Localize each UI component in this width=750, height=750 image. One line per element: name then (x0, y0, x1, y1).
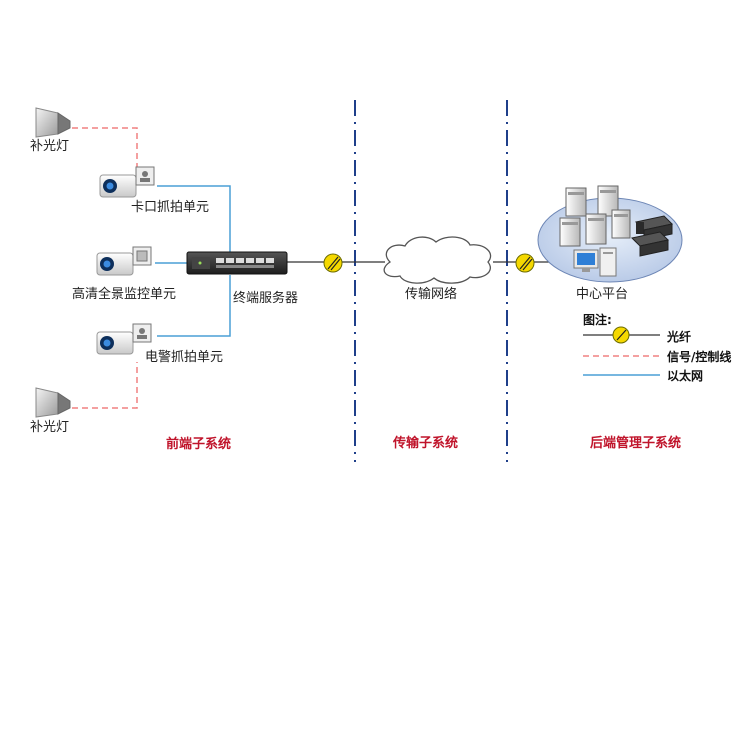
epolice-camera-icon (96, 323, 152, 355)
storage-units-icon (630, 215, 674, 257)
back-end-section-title: 后端管理子系统 (590, 436, 682, 451)
fiber-marker-front-icon (323, 253, 343, 273)
e-police-unit-label: 电警抓拍单元 (145, 350, 224, 365)
fill-light-top-label: 补光灯 (30, 139, 70, 154)
legend-fiber-label: 光纤 (667, 330, 692, 344)
checkpoint-unit-label: 卡口抓拍单元 (131, 200, 210, 215)
fill-light-bottom-icon (35, 387, 71, 418)
ethernet-line-checkpoint (157, 185, 231, 252)
legend-title: 图注: (583, 313, 612, 327)
legend-signal-label: 信号/控制线 (667, 350, 732, 364)
workstation-icon (573, 247, 617, 277)
ethernet-line-epolice (157, 275, 231, 337)
legend-ethernet-label: 以太网 (667, 369, 704, 383)
front-end-section-title: 前端子系统 (166, 437, 232, 452)
server-cluster-icon (559, 185, 631, 247)
terminal-server-icon (186, 251, 288, 275)
fill-light-top-icon (35, 107, 71, 138)
fiber-marker-back-icon (515, 253, 535, 273)
terminal-server-label: 终端服务器 (233, 291, 299, 306)
transmission-cloud-icon (383, 236, 492, 284)
signal-line-top (72, 127, 138, 170)
legend-fiber-symbol (583, 326, 660, 344)
panorama-camera-icon (96, 246, 152, 276)
transmission-network-label: 传输网络 (405, 287, 458, 302)
hd-panorama-unit-label: 高清全景监控单元 (72, 287, 177, 302)
signal-line-bottom (72, 362, 138, 409)
checkpoint-camera-icon (99, 166, 155, 198)
transmission-section-title: 传输子系统 (393, 436, 459, 451)
center-platform-label: 中心平台 (576, 287, 629, 302)
fill-light-bottom-label: 补光灯 (30, 420, 70, 435)
